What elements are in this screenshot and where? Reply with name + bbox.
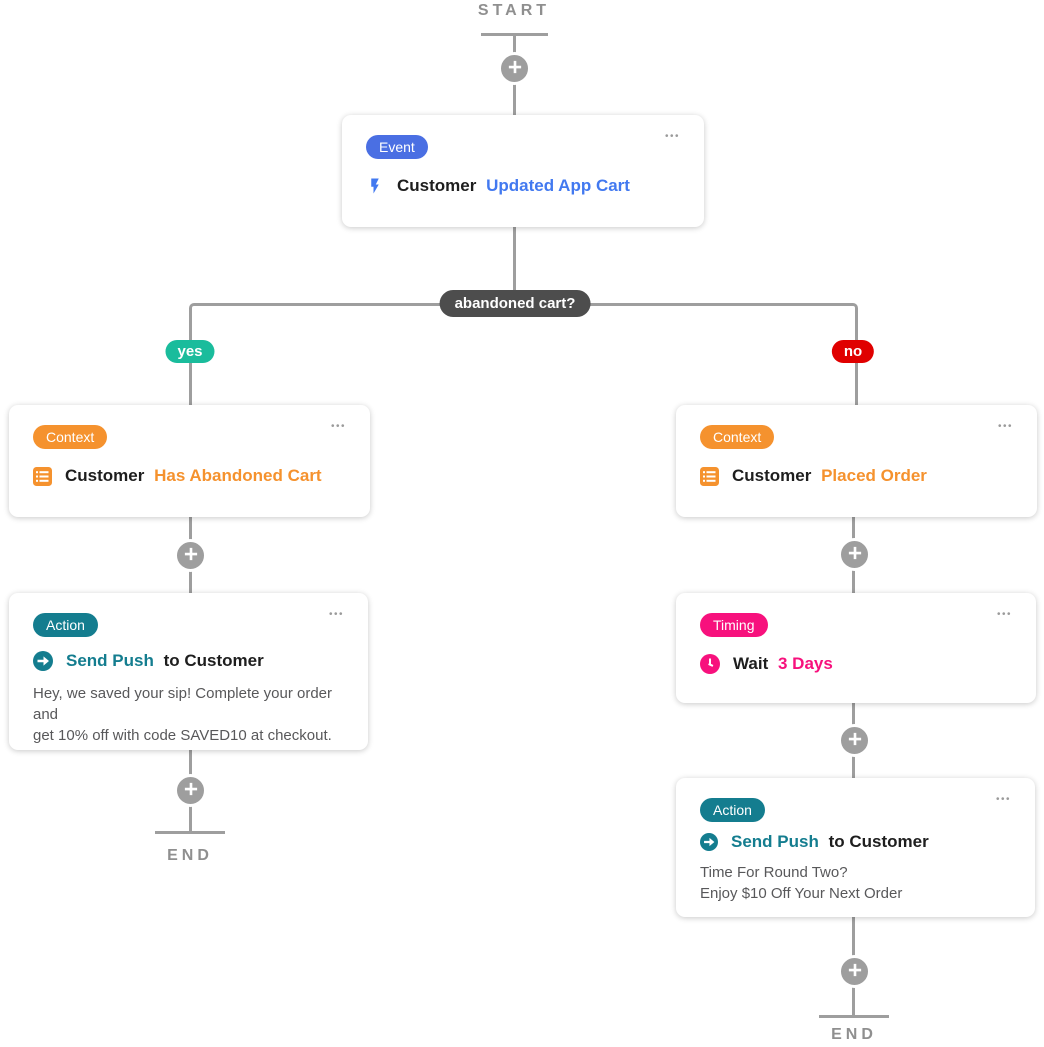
action-description: Hey, we saved your sip! Complete your or… bbox=[33, 683, 344, 746]
lightning-bolt-icon bbox=[366, 177, 384, 195]
title-actor: Customer bbox=[397, 176, 477, 195]
list-icon bbox=[33, 466, 52, 486]
more-options-button[interactable]: ••• bbox=[993, 605, 1016, 624]
more-options-button[interactable]: ••• bbox=[327, 417, 350, 436]
event-card[interactable]: ••• Event Customer Updated App Cart bbox=[342, 115, 704, 227]
card-title: Send Push to Customer bbox=[731, 832, 929, 852]
arrow-right-circle-icon bbox=[33, 651, 53, 671]
timing-card[interactable]: ••• Timing Wait 3 Days bbox=[676, 593, 1036, 703]
title-action: Send Push bbox=[66, 651, 154, 670]
plus-icon bbox=[184, 547, 198, 564]
plus-icon bbox=[848, 546, 862, 563]
end-label: END bbox=[831, 1026, 877, 1043]
card-title: Customer Placed Order bbox=[732, 466, 927, 486]
add-step-button[interactable] bbox=[838, 955, 871, 988]
card-title: Send Push to Customer bbox=[66, 651, 264, 671]
title-value: 3 Days bbox=[778, 654, 833, 673]
add-step-button[interactable] bbox=[838, 538, 871, 571]
title-action: Send Push bbox=[731, 832, 819, 851]
action-badge: Action bbox=[33, 613, 98, 637]
card-title: Customer Has Abandoned Cart bbox=[65, 466, 322, 486]
context-badge: Context bbox=[700, 425, 775, 449]
plus-icon bbox=[508, 60, 522, 77]
card-title: Customer Updated App Cart bbox=[397, 176, 630, 196]
event-badge: Event bbox=[366, 135, 428, 159]
end-label: END bbox=[167, 847, 213, 864]
title-value: Placed Order bbox=[821, 466, 927, 485]
list-icon bbox=[700, 466, 719, 486]
clock-icon bbox=[700, 654, 720, 674]
arrow-right-circle-icon bbox=[700, 833, 718, 851]
more-options-button[interactable]: ••• bbox=[994, 417, 1017, 436]
end-terminal-bar bbox=[819, 1015, 889, 1018]
more-options-button[interactable]: ••• bbox=[325, 605, 348, 624]
add-step-button[interactable] bbox=[838, 724, 871, 757]
branch-connector-right bbox=[514, 303, 858, 408]
plus-icon bbox=[184, 782, 198, 799]
context-card-yes[interactable]: ••• Context Customer Has Abandoned Cart bbox=[9, 405, 370, 517]
title-verb: Wait bbox=[733, 654, 769, 673]
plus-icon bbox=[848, 963, 862, 980]
action-description: Time For Round Two? Enjoy $10 Off Your N… bbox=[700, 862, 1011, 904]
start-terminal-bar bbox=[481, 33, 548, 36]
card-title: Wait 3 Days bbox=[733, 654, 833, 674]
context-badge: Context bbox=[33, 425, 108, 449]
description-line: Hey, we saved your sip! Complete your or… bbox=[33, 685, 333, 723]
title-value: Has Abandoned Cart bbox=[154, 466, 322, 485]
context-card-no[interactable]: ••• Context Customer Placed Order bbox=[676, 405, 1037, 517]
title-actor: Customer bbox=[65, 466, 145, 485]
description-line: Enjoy $10 Off Your Next Order bbox=[700, 885, 903, 902]
more-options-button[interactable]: ••• bbox=[661, 127, 684, 146]
branch-yes-label: yes bbox=[165, 340, 215, 363]
title-actor: Customer bbox=[732, 466, 812, 485]
branch-condition-label: abandoned cart? bbox=[439, 290, 591, 317]
action-card-yes[interactable]: ••• Action Send Push to Customer Hey, we… bbox=[9, 593, 368, 750]
branch-connector-left bbox=[189, 303, 517, 408]
action-card-no[interactable]: ••• Action Send Push to Customer Time Fo… bbox=[676, 778, 1035, 917]
plus-icon bbox=[848, 732, 862, 749]
add-step-button[interactable] bbox=[174, 539, 207, 572]
description-line: get 10% off with code SAVED10 at checkou… bbox=[33, 727, 332, 744]
add-step-button[interactable] bbox=[174, 774, 207, 807]
title-target: to Customer bbox=[163, 651, 264, 670]
timing-badge: Timing bbox=[700, 613, 768, 637]
title-target: to Customer bbox=[828, 832, 929, 851]
description-line: Time For Round Two? bbox=[700, 864, 848, 881]
title-value: Updated App Cart bbox=[486, 176, 630, 195]
more-options-button[interactable]: ••• bbox=[992, 790, 1015, 809]
end-terminal-bar bbox=[155, 831, 225, 834]
start-label: START bbox=[477, 2, 551, 19]
action-badge: Action bbox=[700, 798, 765, 822]
connector-line bbox=[513, 227, 516, 303]
add-step-button[interactable] bbox=[498, 52, 531, 85]
branch-no-label: no bbox=[831, 340, 875, 363]
